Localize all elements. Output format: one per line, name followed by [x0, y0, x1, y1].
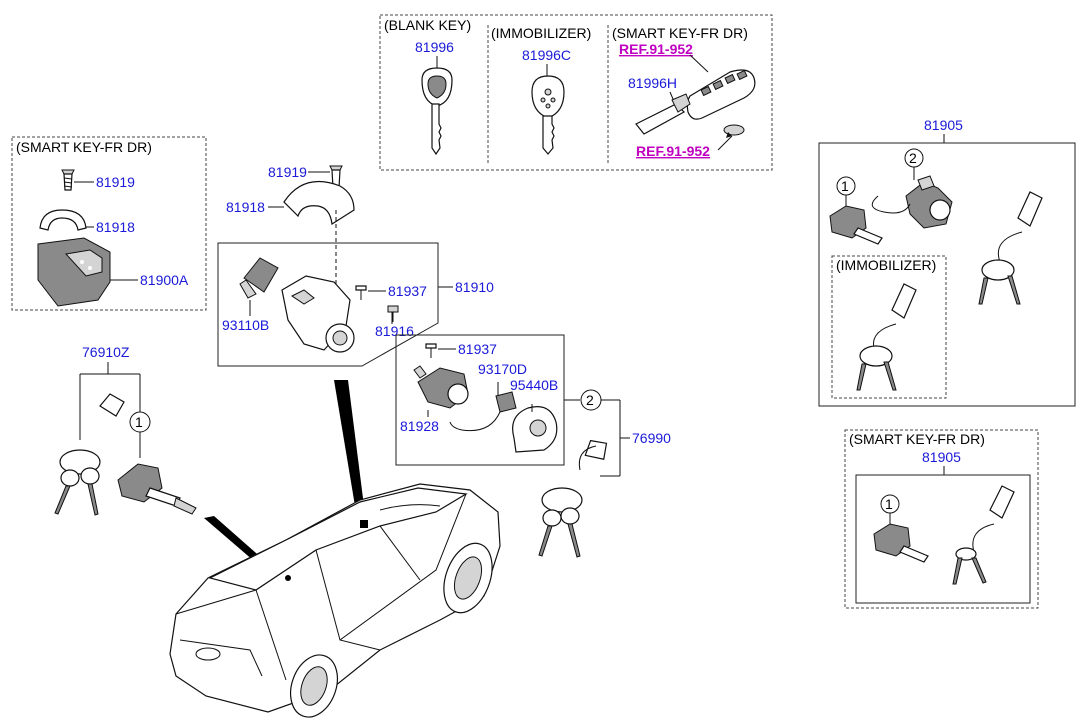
blank-key-icon: [421, 67, 453, 156]
right-smart-key-group: (SMART KEY-FR DR) 81905 1: [844, 429, 1039, 609]
module-icon: [449, 382, 517, 432]
key-set-icon: [538, 439, 608, 558]
left-key-icon: [54, 393, 125, 516]
cylinder-group: 81937 93170D 95440B 81928 2: [395, 334, 671, 558]
blank-key-header: (BLANK KEY): [384, 17, 471, 33]
right-immobilizer-frame: [831, 255, 947, 399]
cover-clip-icon: [39, 209, 87, 231]
illumination-ring-icon: [512, 404, 558, 453]
left-smart-header: (SMART KEY-FR DR): [16, 139, 152, 155]
bolt-icon: [387, 305, 399, 322]
immobilizer-part-number[interactable]: 81996C: [522, 47, 571, 63]
right-immobilizer-header: (IMMOBILIZER): [836, 257, 936, 273]
bracket-part-number[interactable]: 93110B: [222, 317, 269, 333]
screw-icon: [61, 169, 75, 191]
immobilizer-header: (IMMOBILIZER): [491, 25, 591, 41]
right-key-set-icon: [978, 191, 1043, 305]
housing-icon: [37, 237, 111, 307]
right-smart-part-number[interactable]: 81905: [922, 449, 961, 465]
right-smart-callout-label: 1: [885, 496, 893, 512]
lower-screw-icon: [425, 343, 437, 358]
right-smart-cylinder-icon: [873, 523, 929, 563]
smart-key-ref-top[interactable]: REF.91-952: [619, 41, 693, 57]
cover-part-number[interactable]: 81918: [226, 199, 265, 215]
lower-screw-part-number[interactable]: 81937: [458, 341, 497, 357]
bolt-part-number[interactable]: 81916: [375, 323, 414, 339]
right-set-group: 81905 2 1 (IMMOBILIZER): [818, 117, 1076, 407]
right-set-frame: [818, 142, 1076, 407]
lock-assembly-frame: [217, 242, 439, 367]
car-illustration: [169, 483, 501, 718]
smart-key-header: (SMART KEY-FR DR): [612, 25, 748, 41]
right-immobilizer-key-icon: [856, 283, 917, 391]
top-cover-icon: [283, 180, 355, 226]
key-blanks-group: (BLANK KEY) 81996 (IMMOBILIZER) 81996C (…: [379, 14, 773, 171]
top-screw-part-number[interactable]: 81919: [268, 164, 307, 180]
screw-part-number[interactable]: 81937: [388, 283, 427, 299]
callout-2-label: 2: [586, 392, 594, 408]
coin-battery-icon: [723, 124, 745, 136]
cylinder-icon: [413, 365, 469, 409]
left-callout-1-label: 1: [135, 414, 143, 430]
right-set-part-number[interactable]: 81905: [924, 117, 963, 133]
right-callout-1-label: 1: [841, 178, 849, 194]
right-callout-2-label: 2: [909, 150, 917, 166]
bracket-icon: [239, 257, 279, 299]
cylinder-part-number[interactable]: 81928: [400, 418, 439, 434]
right-smart-inner-frame: [855, 474, 1031, 604]
left-key-set-group: 76910Z 1: [54, 344, 282, 580]
right-cylinder-icon: [829, 205, 883, 245]
left-smart-key-frame: [11, 136, 207, 311]
right-smart-header: (SMART KEY-FR DR): [849, 431, 985, 447]
smart-key-part-number[interactable]: 81996H: [628, 75, 677, 91]
left-housing-part-number[interactable]: 81900A: [140, 272, 189, 288]
right-ignition-icon: [871, 175, 953, 229]
right-smart-key-frame: [844, 429, 1039, 609]
left-set-part-number[interactable]: 76910Z: [82, 344, 130, 360]
smart-key-ref-bottom[interactable]: REF.91-952: [636, 143, 710, 159]
assembly-part-number[interactable]: 81910: [455, 279, 494, 295]
keyset-part-number[interactable]: 76990: [632, 430, 671, 446]
immobilizer-key-icon: [531, 75, 565, 155]
part-b-number[interactable]: 95440B: [510, 377, 558, 393]
emergency-key-icon: [635, 93, 691, 135]
right-smart-key-set-icon: [952, 485, 1015, 585]
blank-key-part-number[interactable]: 81996: [415, 39, 454, 55]
lock-assembly-group: 81919 81918 81910 93110B 81937: [217, 164, 494, 524]
left-cylinder-icon: [117, 463, 197, 515]
lock-body-icon: [281, 275, 355, 353]
part-a-number[interactable]: 93170D: [478, 361, 527, 377]
small-screw-icon: [355, 285, 367, 300]
left-screw-part-number[interactable]: 81919: [96, 174, 135, 190]
left-smart-key-group: (SMART KEY-FR DR) 81919 81918 81900A: [11, 136, 207, 311]
pointer-arrow: [334, 380, 366, 524]
key-blanks-frame: [379, 14, 773, 171]
smart-key-fob-icon: [686, 69, 756, 120]
left-cover-part-number[interactable]: 81918: [96, 219, 135, 235]
